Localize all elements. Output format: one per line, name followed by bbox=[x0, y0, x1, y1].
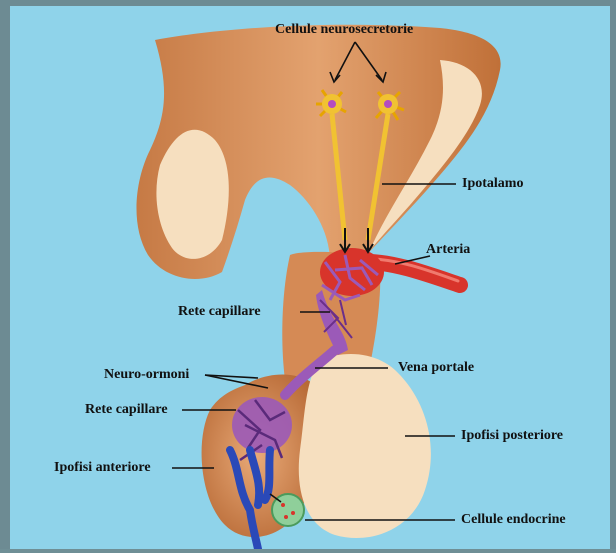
label-artery: Arteria bbox=[426, 242, 470, 258]
endocrine-cell-dot-3 bbox=[284, 515, 288, 519]
label-anterior-pituitary: Ipofisi anteriore bbox=[54, 460, 151, 476]
label-portal-vein: Vena portale bbox=[398, 360, 474, 376]
lower-capillary-net-purple bbox=[232, 397, 292, 453]
label-posterior-pituitary: Ipofisi posteriore bbox=[461, 428, 563, 444]
label-neurohormones: Neuro-ormoni bbox=[104, 367, 189, 383]
label-hypothalamus: Ipotalamo bbox=[462, 176, 523, 192]
endocrine-cell-dot-1 bbox=[281, 503, 285, 507]
label-capillary-net-upper: Rete capillare bbox=[178, 304, 261, 320]
label-neurosecretory-cells: Cellule neurosecretorie bbox=[275, 22, 413, 38]
label-capillary-net-lower: Rete capillare bbox=[85, 402, 168, 418]
endocrine-cell-dot-2 bbox=[291, 511, 295, 515]
label-endocrine-cells: Cellule endocrine bbox=[461, 512, 566, 528]
